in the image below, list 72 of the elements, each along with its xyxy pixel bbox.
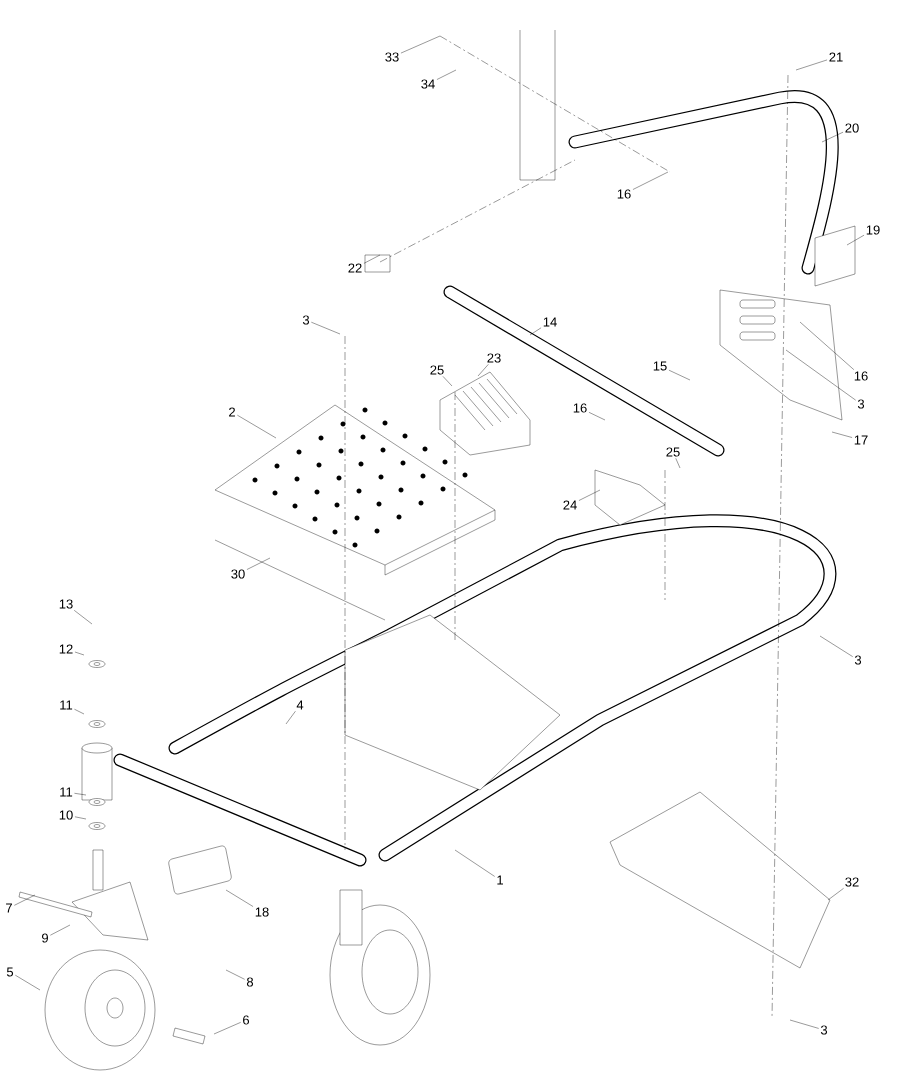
callout-number: 4 — [296, 700, 304, 710]
callout-number: 16 — [573, 403, 587, 413]
leader-line — [819, 635, 853, 657]
leader-line — [588, 412, 606, 421]
callout-number: 18 — [255, 907, 269, 917]
callout-number: 21 — [829, 52, 843, 62]
leader-line — [799, 321, 855, 370]
leader-line — [363, 254, 381, 264]
callout-number: 12 — [59, 644, 73, 654]
callout-number: 3 — [302, 315, 310, 325]
callout-number: 11 — [60, 787, 73, 797]
leader-line — [400, 35, 441, 54]
callout-number: 3 — [820, 1025, 828, 1035]
leader-line — [675, 458, 681, 469]
leader-line — [74, 651, 85, 656]
callout-number: 13 — [59, 599, 73, 609]
callout-number: 11 — [60, 700, 73, 710]
callout-number: 10 — [59, 810, 73, 820]
callout-number: 6 — [243, 1015, 250, 1025]
leader-line — [14, 894, 36, 906]
callout-number: 25 — [430, 365, 444, 375]
callout-number: 3 — [857, 399, 865, 409]
leader-line — [795, 59, 828, 71]
leader-line — [74, 816, 87, 820]
leader-line — [846, 234, 865, 246]
leader-line — [50, 924, 71, 936]
callout-number: 1 — [497, 875, 503, 885]
callout-number: 25 — [666, 447, 680, 457]
leader-line — [821, 131, 844, 143]
leader-line — [442, 376, 453, 387]
callout-number: 8 — [246, 977, 254, 987]
callout-number: 24 — [563, 500, 577, 510]
leader-line — [74, 709, 85, 715]
callout-number: 16 — [617, 189, 631, 199]
leader-line — [74, 610, 93, 625]
leader-line — [785, 349, 856, 401]
leader-line — [632, 171, 669, 190]
leader-line — [477, 364, 489, 377]
callout-number: 16 — [854, 371, 868, 381]
leader-line — [668, 369, 691, 381]
leader-line — [285, 710, 296, 725]
callout-number: 7 — [6, 903, 12, 913]
leader-line — [831, 431, 853, 438]
leader-line — [74, 793, 87, 796]
leader-line — [225, 889, 254, 907]
callout-number: 34 — [421, 79, 435, 89]
leader-line — [237, 414, 277, 439]
callout-number: 2 — [229, 407, 235, 417]
callout-number: 30 — [231, 569, 245, 579]
callout-number: 15 — [653, 361, 667, 371]
callout-number: 14 — [543, 317, 557, 327]
leader-line — [225, 969, 245, 980]
leader-line — [454, 849, 495, 877]
leader-line — [789, 1019, 819, 1029]
callout-number: 32 — [845, 877, 859, 887]
leader-line — [436, 69, 457, 80]
callout-number: 17 — [854, 435, 868, 445]
leader-line — [529, 327, 542, 336]
callout-number: 23 — [487, 353, 501, 363]
callout-number: 19 — [866, 225, 880, 235]
leader-line — [246, 557, 271, 570]
callout-number: 20 — [845, 123, 859, 133]
leader-line — [15, 975, 41, 991]
leader-line — [578, 489, 601, 501]
callout-number: 9 — [42, 933, 48, 943]
callout-number: 33 — [385, 52, 399, 62]
callout-number: 22 — [348, 263, 362, 273]
leader-line — [213, 1022, 241, 1035]
leader-line — [827, 888, 844, 901]
callout-number: 5 — [6, 967, 14, 977]
leader-line — [311, 322, 341, 335]
callout-number: 3 — [854, 655, 862, 665]
